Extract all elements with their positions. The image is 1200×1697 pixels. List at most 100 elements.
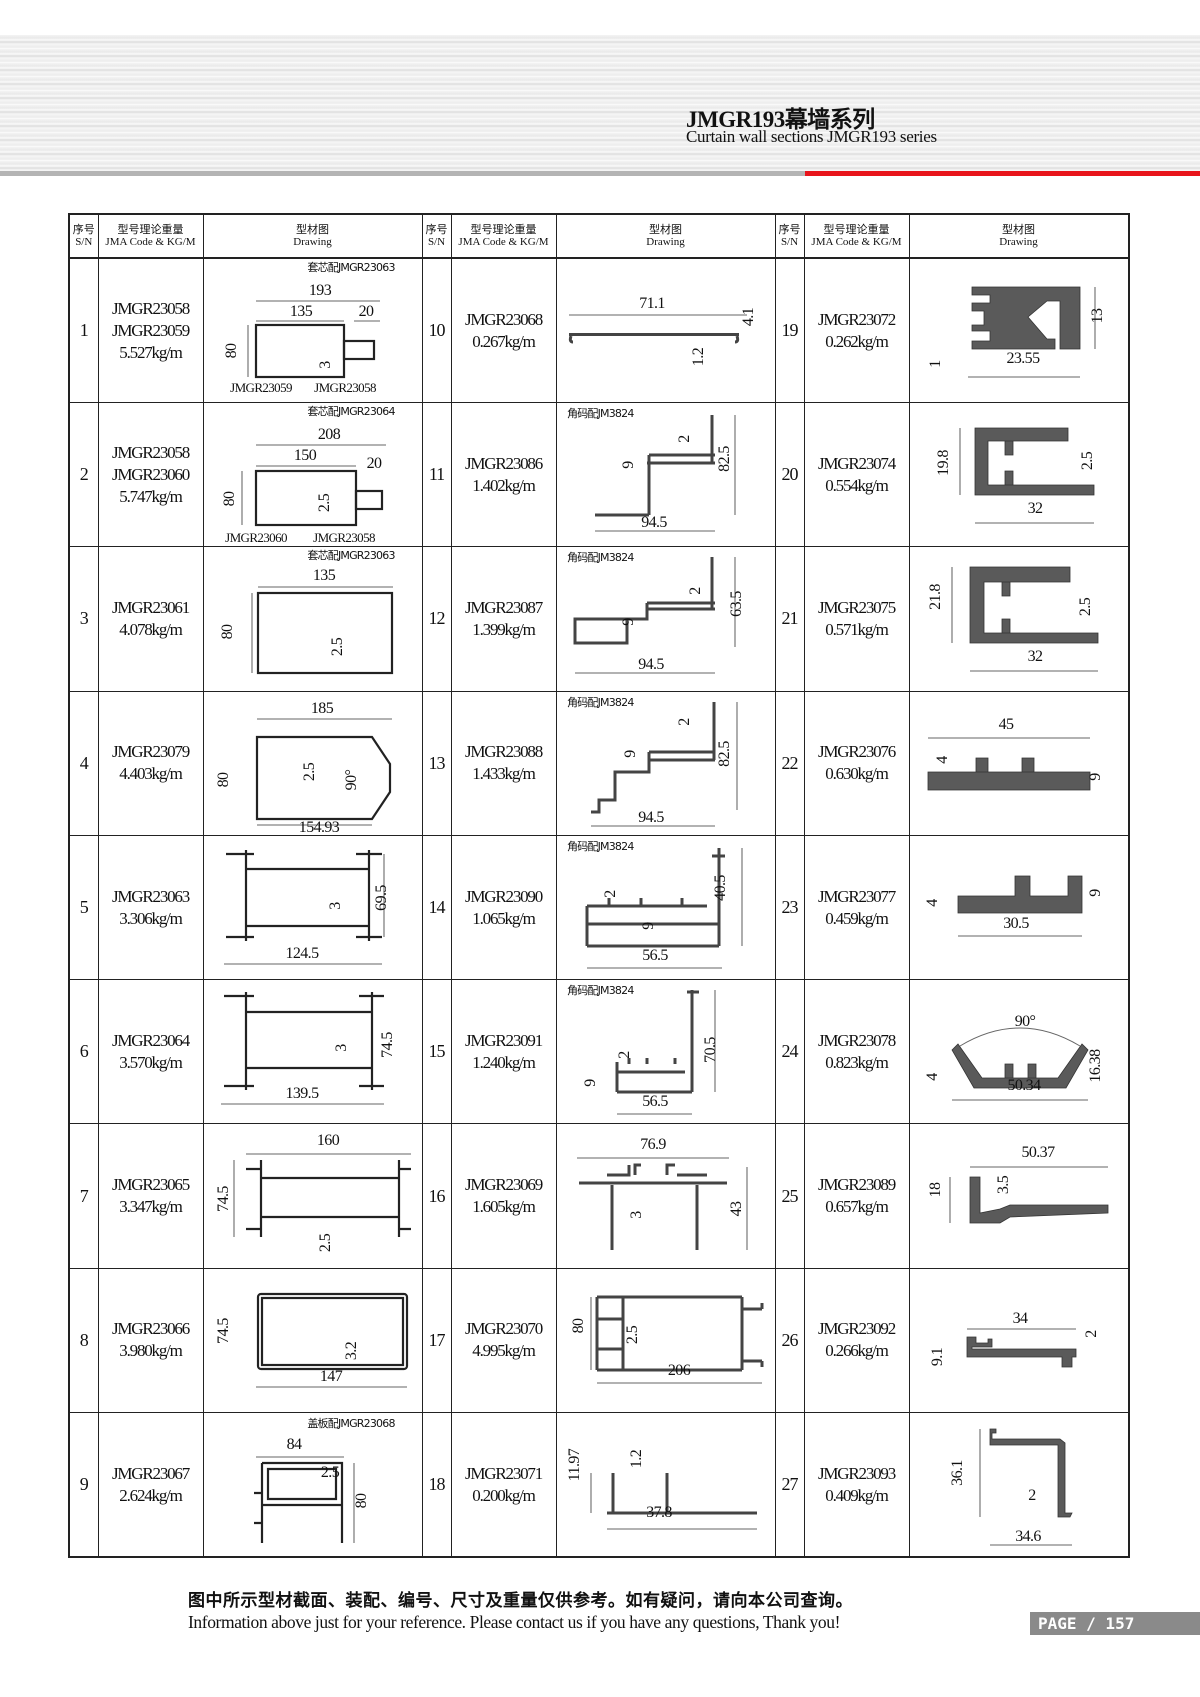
- profile-weight: 0.266kg/m: [825, 1341, 889, 1361]
- profile-section: [979, 1428, 1073, 1546]
- dimension-label: 90°: [343, 769, 360, 790]
- dimension-label: 74.5: [379, 1032, 396, 1058]
- dimension-label: 2.5: [329, 638, 346, 657]
- header-drawing-zh: 型材图: [649, 223, 682, 236]
- dimension-label: 139.5: [285, 1085, 319, 1102]
- profile-weight: 1.240kg/m: [472, 1052, 536, 1072]
- serial-number: 16: [421, 1123, 452, 1269]
- profile-section: [594, 415, 735, 532]
- dimension-label: JMGR23059: [230, 380, 292, 395]
- header-drawing-zh: 型材图: [296, 223, 329, 236]
- dimension-label: 80: [353, 1493, 370, 1508]
- profile-section: [223, 850, 384, 965]
- dimension-label: 80: [223, 343, 240, 358]
- dimension-label: 206: [667, 1362, 690, 1379]
- header-drawing-zh: 型材图: [1002, 223, 1035, 236]
- profile-section: [590, 1295, 763, 1384]
- dimension-label: 80: [221, 491, 238, 506]
- dimension-label: 16.38: [1087, 1049, 1104, 1083]
- profile-code: JMGR23076: [817, 742, 896, 762]
- profile-weight: 0.409kg/m: [825, 1485, 889, 1505]
- dimension-label: 74.5: [215, 1185, 232, 1211]
- profile-code: JMGR23088: [464, 742, 543, 762]
- header-code-en: JMA Code & KG/M: [458, 236, 549, 248]
- serial-number: 12: [421, 546, 452, 692]
- profile-section: [927, 737, 1090, 791]
- profile-section: [576, 1157, 747, 1250]
- dimension-label: JMGR23058: [313, 530, 375, 545]
- profile-weight: 0.571kg/m: [825, 619, 889, 639]
- footer-note-en: Information above just for your referenc…: [188, 1612, 840, 1632]
- profile-code: JMGR23093: [817, 1463, 896, 1483]
- profile-section: [590, 1473, 757, 1530]
- serial-number: 27: [774, 1412, 805, 1558]
- dimension-label: 23.55: [1006, 350, 1040, 367]
- dimension-label: 90°: [1014, 1013, 1035, 1030]
- profile-weight: 0.267kg/m: [472, 331, 536, 351]
- profile-section: [573, 557, 735, 674]
- profile-weight: 0.459kg/m: [825, 908, 889, 928]
- serial-number: 15: [421, 979, 452, 1125]
- dimension-label: 9: [620, 618, 637, 626]
- profile-weight: 4.403kg/m: [119, 764, 183, 784]
- dimension-label: 2.5: [624, 1325, 641, 1344]
- profile-section: [253, 1456, 354, 1544]
- dimension-label: 208: [317, 426, 340, 443]
- header-sn-zh: 序号: [72, 223, 95, 236]
- dimension-label: 84: [286, 1436, 301, 1453]
- dimension-label: 50.34: [1007, 1077, 1041, 1094]
- profile-section: [251, 587, 393, 675]
- dimension-label: 135: [289, 303, 312, 320]
- dimension-label: 2.5: [1077, 598, 1094, 617]
- assembly-note: 套芯配JMGR23064: [307, 404, 395, 418]
- serial-number: 21: [774, 546, 805, 692]
- header-drawing-en: Drawing: [293, 236, 332, 248]
- header-code-zh: 型号理论重量: [823, 223, 890, 236]
- dimension-label: 82.5: [716, 740, 733, 766]
- profile-section: [255, 718, 392, 826]
- serial-number: 3: [68, 546, 99, 692]
- dimension-label: 30.5: [1003, 915, 1029, 932]
- profile-section: [950, 1027, 1089, 1101]
- profile-section: [957, 875, 1082, 937]
- dimension-label: 2: [676, 717, 693, 725]
- dimension-label: 2: [687, 587, 704, 595]
- serial-number: 26: [774, 1267, 805, 1414]
- profile-code: JMGR23072: [817, 309, 896, 329]
- serial-number: 19: [774, 257, 805, 403]
- header-sn-zh: 序号: [778, 223, 801, 236]
